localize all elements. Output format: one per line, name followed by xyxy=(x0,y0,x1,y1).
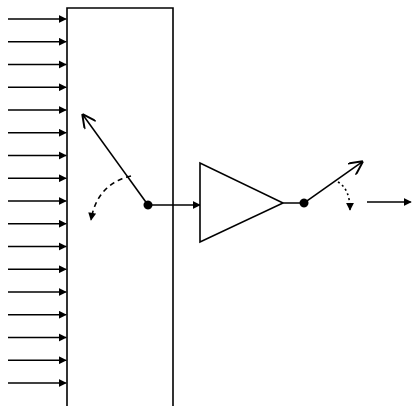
output-pivot-dot xyxy=(299,198,309,208)
output-pointer-arrow xyxy=(303,162,362,204)
selector-pointer-arrow xyxy=(83,115,149,206)
selector-pivot-dot xyxy=(143,200,153,210)
input-arrows-group xyxy=(8,15,67,387)
selector-box xyxy=(66,7,174,406)
output-rotation-dotted-arrow xyxy=(337,181,354,211)
amplifier-triangle xyxy=(199,161,285,244)
selector-rotation-dashed-arrow xyxy=(88,175,132,221)
